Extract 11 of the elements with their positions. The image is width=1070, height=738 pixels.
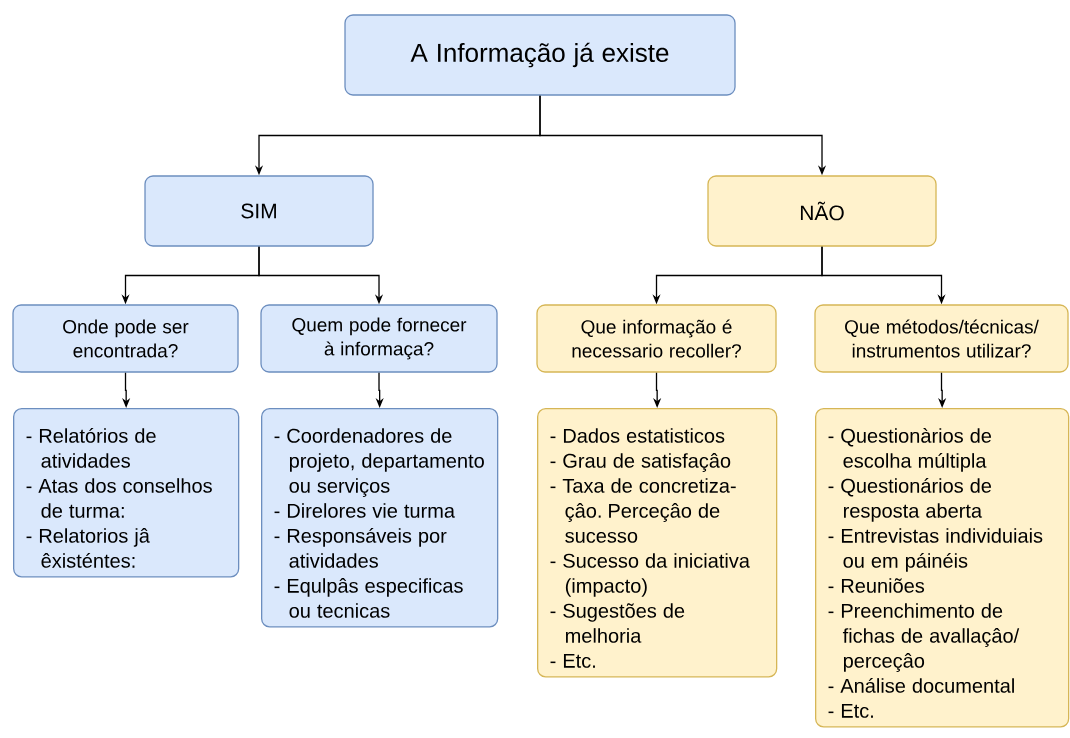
question-box: Que informação é necessario recoller? bbox=[536, 304, 777, 373]
question-box: Quem pode fornecer à informaça? bbox=[260, 304, 498, 373]
list-box: - Relatórios de atividades - Atas dos conselhos de turma: - Relatorios jâ êxisténtes: bbox=[13, 408, 240, 578]
question-box: Onde pode ser encontrada? bbox=[12, 304, 239, 373]
question-box: Que métodos/técnicas/ instrumentos utilizar? bbox=[814, 304, 1069, 373]
title-box: A Informação já existe bbox=[344, 14, 736, 96]
list-box: - Questionàrios de escolha múltipla - Questionários de resposta aberta - Entrevistas individuiais ou em páinéis - Reuniões - Preenchimento de fichas de avallaçâo/ perceçâo - Análise documental - Etc. bbox=[815, 408, 1070, 728]
list-box: - Coordenadores de projeto, departamento ou serviços - Direlores vie turma - Responsáveis por atividades - Equlpâs especificas ou tecnicas bbox=[261, 408, 499, 628]
answer-box: SIM bbox=[144, 175, 374, 247]
list-box: - Dados estatisticos - Grau de satisfaçâo - Taxa de concretiza- çâo. Perceçâo de sucesso - Sucesso da iniciativa (impacto) - Sugestões de melhoria - Etc. bbox=[537, 408, 778, 678]
answer-box: NÃO bbox=[707, 175, 937, 247]
